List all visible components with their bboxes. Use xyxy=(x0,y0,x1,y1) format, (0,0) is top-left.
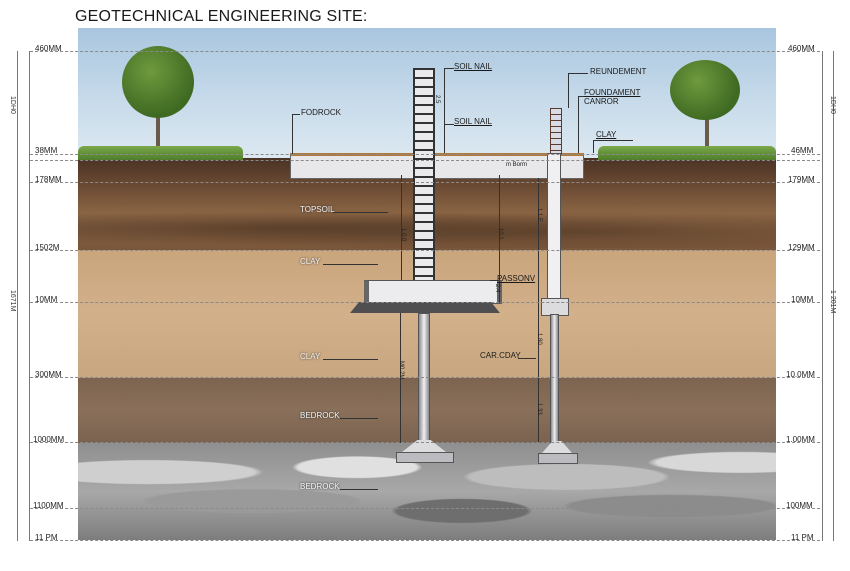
right-span-label-top: 1DH0 xyxy=(829,96,836,114)
tree-left-trunk xyxy=(156,108,160,158)
left-axis-outer xyxy=(17,51,18,541)
right-tick: 10MM xyxy=(791,295,814,304)
left-tick: 11 PM xyxy=(35,533,58,542)
left-tick: 300MM xyxy=(35,370,62,379)
grass-right xyxy=(598,146,776,160)
anchor-reinforcement-cage xyxy=(550,108,562,155)
right-tick: 11 PM xyxy=(791,533,814,542)
anchor-pile xyxy=(550,314,559,444)
soil-nail-column xyxy=(413,68,435,284)
label-clay-top: CLAY xyxy=(596,130,617,139)
right-tick: 129MM xyxy=(788,243,815,252)
label-passonv: PASSONV xyxy=(497,274,536,283)
right-axis-inner xyxy=(822,51,823,541)
right-tick: 100MM xyxy=(786,501,813,510)
dim-d1: 1.0.0 xyxy=(400,228,406,242)
label-soil-nail-mid: SOIL NAIL xyxy=(454,117,492,126)
label-carcday: CAR.CDAY xyxy=(480,351,521,360)
label-bedrock-upper: BEDROCK xyxy=(300,411,340,420)
label-canror: CANROR xyxy=(584,97,619,106)
anchor-column xyxy=(547,153,561,303)
right-tick: 460MM xyxy=(788,44,815,53)
pile-cap-base xyxy=(350,302,500,313)
tree-right-icon xyxy=(670,60,740,120)
right-tick: 1.00MM xyxy=(786,435,815,444)
anchor-pile-footing xyxy=(538,441,578,464)
right-tick: 179MM xyxy=(788,175,815,184)
label-fodrock: FODROCK xyxy=(301,108,341,117)
label-soil-nail-top: SOIL NAIL xyxy=(454,62,492,71)
left-tick: 1100MM xyxy=(33,501,64,510)
right-axis-outer xyxy=(833,51,834,541)
label-topsoil: TOPSOIL xyxy=(300,205,335,214)
label-reundement: REUNDEMENT xyxy=(590,67,647,76)
left-tick: 178MM xyxy=(35,175,62,184)
cross-section: FODROCK SOIL NAIL SOIL NAIL 2.5 REUNDEME… xyxy=(78,28,776,540)
dim-d6: 1.33 xyxy=(536,403,542,415)
left-tick: 1502M xyxy=(35,243,60,252)
left-axis-inner xyxy=(29,51,30,541)
tree-right-trunk xyxy=(705,108,709,158)
dim-d4: 2.4 xyxy=(494,284,500,293)
label-foundament: FOUNDAMENT xyxy=(584,88,641,97)
left-span-label-top: 1DH0 xyxy=(9,96,16,114)
left-tick: 38MM xyxy=(35,146,58,155)
grass-left xyxy=(78,146,243,160)
dim-nail-gap: 2.5 xyxy=(434,95,440,104)
right-tick: 10.0MM xyxy=(786,370,815,379)
main-pile xyxy=(418,313,430,443)
page-title: GEOTECHNICAL ENGINEERING SITE: xyxy=(75,8,368,25)
tree-left-icon xyxy=(122,46,194,118)
dim-d5: 1.80 xyxy=(536,333,542,345)
main-pile-footing xyxy=(396,440,454,463)
left-tick: 460MM xyxy=(35,44,62,53)
label-slab-note: m Borm xyxy=(506,162,527,168)
left-tick: 10MM xyxy=(35,295,58,304)
left-span-label-bottom: 1671M xyxy=(9,290,16,312)
foundation-slab-right xyxy=(558,153,584,179)
label-bedrock-lower: BEDROCK xyxy=(300,482,340,491)
pile-cap xyxy=(364,280,502,304)
label-clay-mid: CLAY xyxy=(300,257,321,266)
right-span-label-bottom: 1 201M xyxy=(829,290,836,314)
right-tick: 46MM xyxy=(791,146,814,155)
dim-d3: 1.1.E xyxy=(536,208,542,223)
dim-d2: 10.1 xyxy=(497,228,503,240)
left-tick: 1000MM xyxy=(33,435,65,444)
label-clay-lower: CLAY xyxy=(300,352,321,361)
